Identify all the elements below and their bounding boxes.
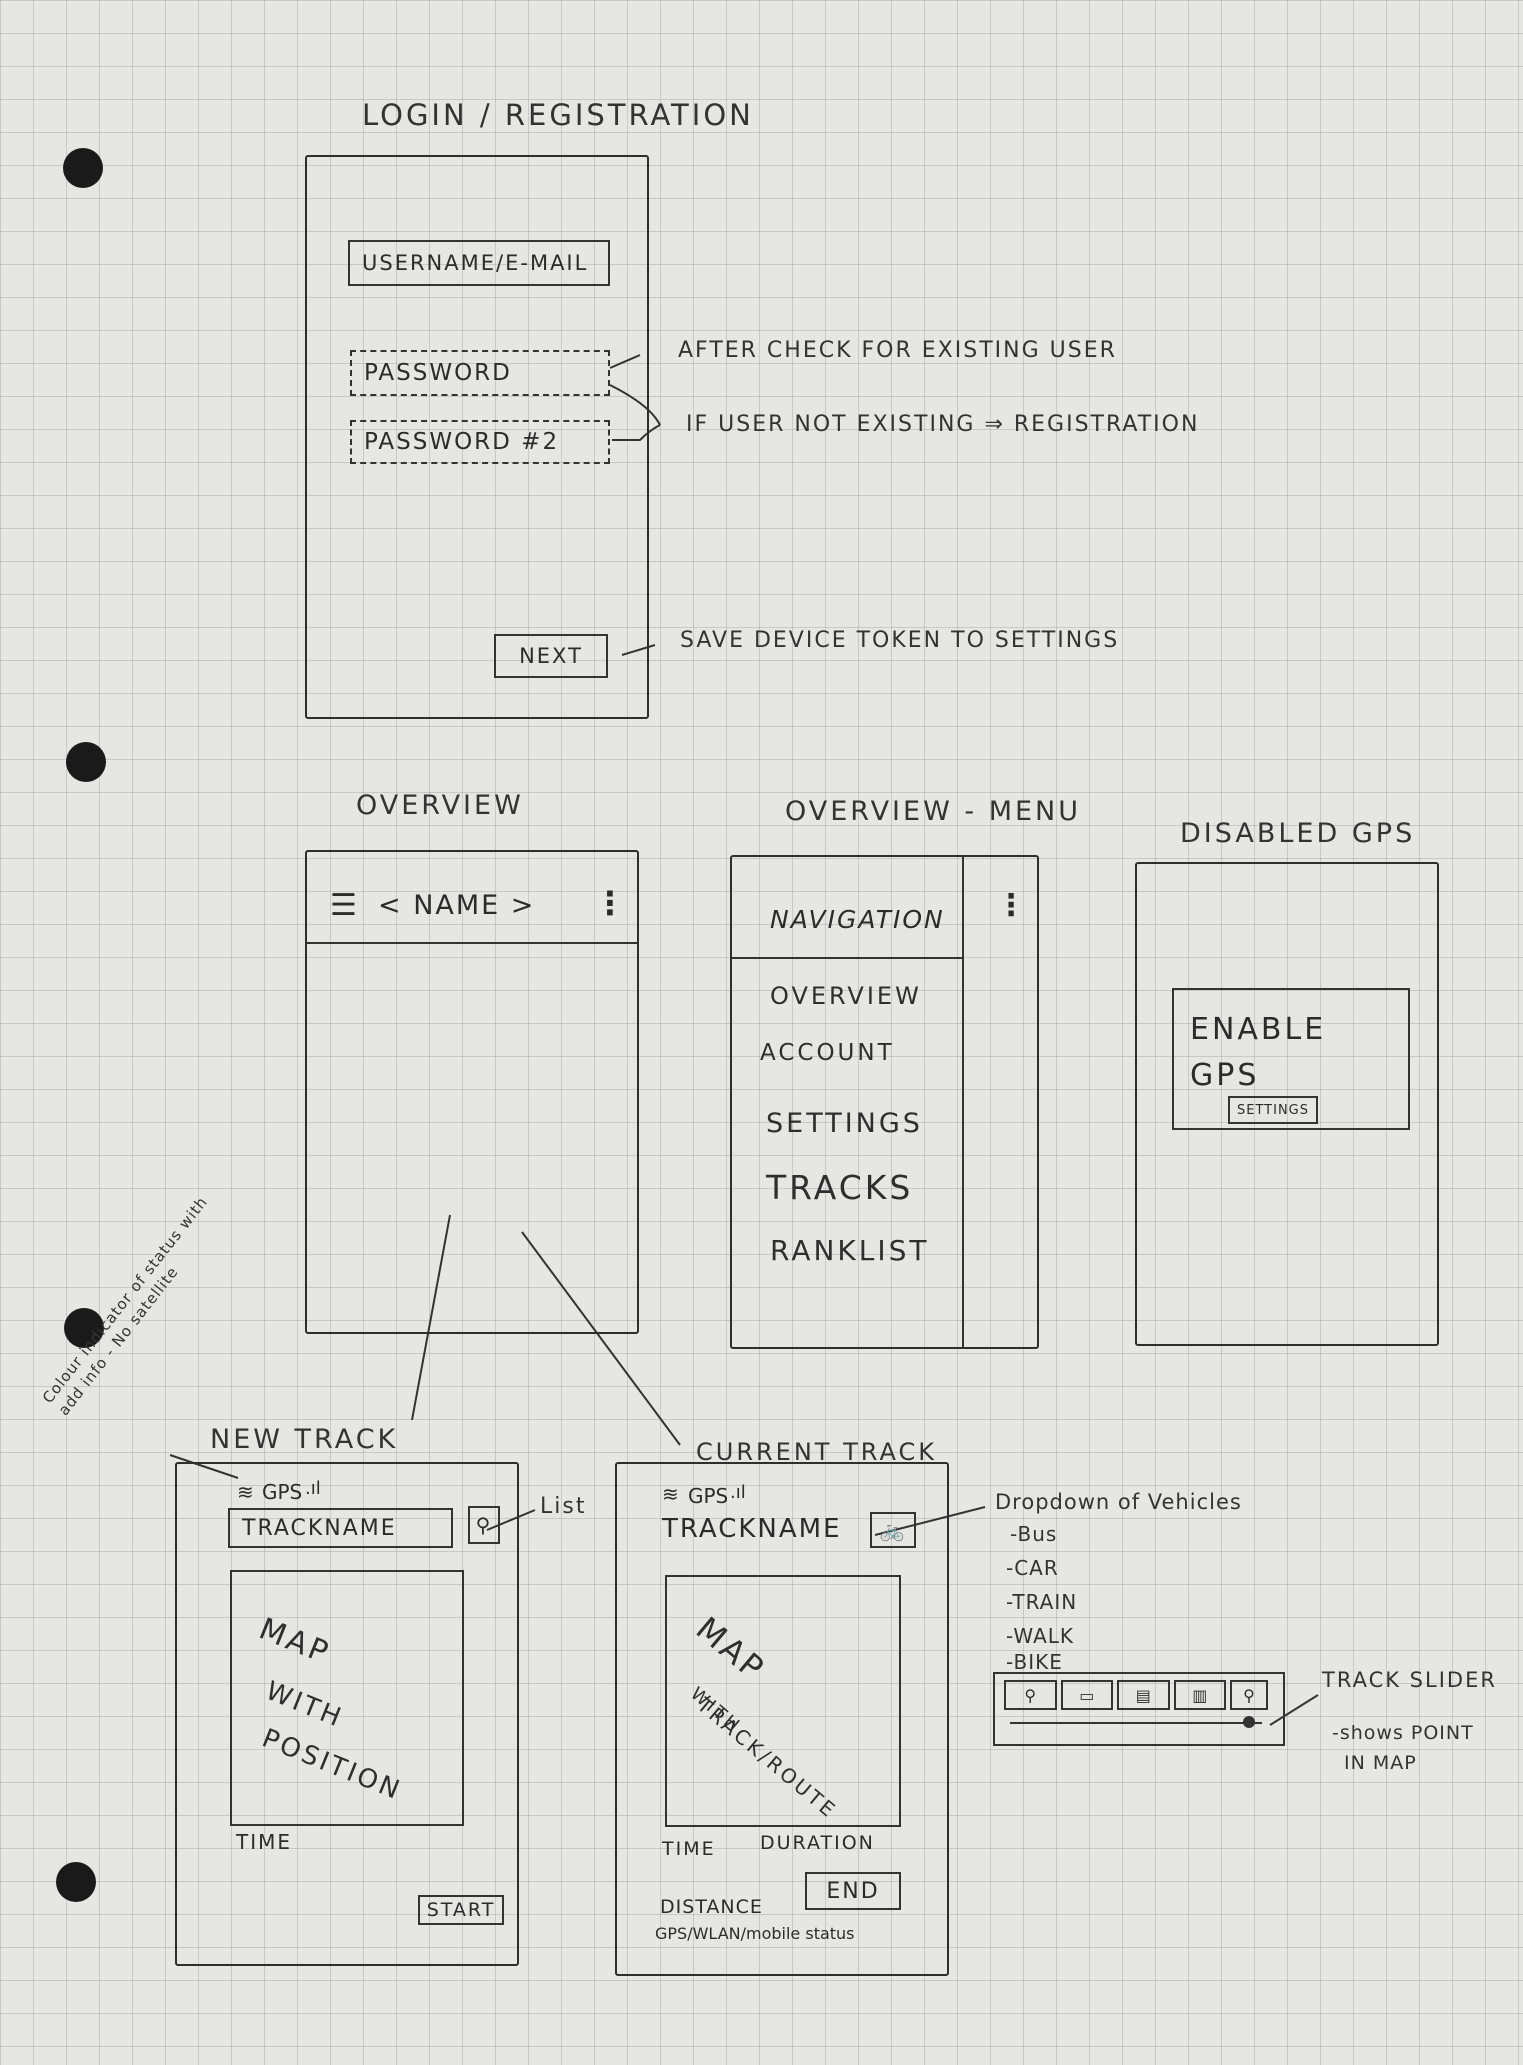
current-trackname: TRACKNAME (662, 1514, 842, 1544)
track-slider-widget (993, 1672, 1285, 1746)
note-registration: IF USER NOT EXISTING ⇒ REGISTRATION (686, 412, 1200, 437)
current-track-title: CURRENT TRACK (696, 1438, 937, 1466)
vehicle-option-train: -TRAIN (1006, 1590, 1078, 1614)
train-segment-icon[interactable]: ▥ (1173, 1680, 1227, 1710)
menu-item-account[interactable]: ACCOUNT (760, 1040, 895, 1066)
new-track-title: NEW TRACK (210, 1424, 399, 1455)
track-list-button[interactable]: ⚲ (468, 1506, 500, 1544)
overview-user-name: < NAME > (378, 890, 536, 921)
current-track-distance-label: DISTANCE (660, 1896, 763, 1918)
current-track-duration-label: DURATION (760, 1832, 875, 1854)
vehicle-dropdown-button[interactable]: 🚲 (870, 1512, 916, 1548)
car-segment-icon[interactable]: ▭ (1060, 1680, 1114, 1710)
navigation-drawer-header (732, 857, 962, 959)
track-slider-handle[interactable] (1243, 1716, 1256, 1728)
hamburger-menu-icon[interactable]: ☰ (330, 888, 357, 923)
overflow-menu-icon[interactable]: ⋮ (594, 884, 626, 922)
overview-menu-title: OVERVIEW - MENU (785, 796, 1082, 827)
transport-segments: ⚲ ▭ ▤ ▥ ⚲ (1004, 1680, 1269, 1710)
current-track-map (665, 1575, 901, 1827)
binder-hole-3 (64, 1308, 104, 1348)
vehicle-option-bike: -BIKE (1006, 1650, 1063, 1674)
menu-item-tracks[interactable]: TRACKS (766, 1168, 914, 1207)
menu-item-settings[interactable]: SETTINGS (766, 1108, 923, 1139)
menu-item-overview[interactable]: OVERVIEW (770, 982, 922, 1010)
navigation-title: NAVIGATION (770, 905, 945, 934)
connectivity-status-line: GPS/WLAN/mobile status (655, 1924, 855, 1943)
gps-status-label: GPS (688, 1484, 729, 1508)
track-slider-title: TRACK SLIDER (1322, 1668, 1497, 1692)
end-button[interactable]: END (805, 1872, 901, 1910)
username-field[interactable]: USERNAME/E-MAIL (348, 240, 610, 286)
signal-strength-icon: .ıl (730, 1482, 746, 1503)
vehicle-option-car: -CAR (1006, 1556, 1059, 1580)
overview-header-bar (307, 852, 637, 944)
wifi-status-icon: ≋ (662, 1482, 679, 1506)
track-slider-note-line1: -shows POINT (1332, 1722, 1474, 1744)
password-field[interactable]: PASSWORD (350, 350, 610, 396)
next-button[interactable]: NEXT (494, 634, 608, 678)
disabled-gps-frame (1135, 862, 1439, 1346)
menu-item-ranklist[interactable]: RANKLIST (770, 1234, 930, 1267)
enable-gps-text-line2: GPS (1190, 1058, 1260, 1093)
vehicle-dropdown-note: Dropdown of Vehicles (995, 1490, 1242, 1514)
current-track-frame (615, 1462, 949, 1976)
wifi-status-icon: ≋ (237, 1480, 254, 1504)
note-check-existing-user: AFTER CHECK FOR EXISTING USER (678, 338, 1117, 363)
navigation-drawer (732, 857, 964, 1347)
password-repeat-field[interactable]: PASSWORD #2 (350, 420, 610, 464)
gps-status-label: GPS (262, 1480, 303, 1504)
gps-settings-button[interactable]: SETTINGS (1228, 1096, 1318, 1124)
track-slider-note-line2: IN MAP (1344, 1752, 1417, 1774)
walk-segment-icon[interactable]: ⚲ (1004, 1680, 1057, 1710)
enable-gps-dialog (1172, 988, 1410, 1130)
binder-hole-1 (63, 148, 103, 188)
note-list: List (540, 1494, 587, 1519)
enable-gps-text-line1: ENABLE (1190, 1012, 1327, 1047)
disabled-gps-title: DISABLED GPS (1180, 818, 1416, 849)
vehicle-option-walk: -WALK (1006, 1624, 1075, 1648)
binder-hole-2 (66, 742, 106, 782)
start-button[interactable]: START (418, 1895, 504, 1925)
binder-hole-4 (56, 1862, 96, 1902)
bus-segment-icon[interactable]: ▤ (1117, 1680, 1170, 1710)
overview-menu-frame (730, 855, 1039, 1349)
current-track-time-label: TIME (662, 1838, 716, 1860)
login-screen-frame (305, 155, 649, 719)
new-track-frame (175, 1462, 519, 1966)
trackname-input[interactable]: TRACKNAME (228, 1508, 453, 1548)
overview-screen-frame (305, 850, 639, 1334)
vehicle-option-bus: -Bus (1010, 1522, 1058, 1546)
new-track-time-label: TIME (236, 1830, 293, 1854)
overflow-menu-icon[interactable]: ⋮ (996, 888, 1026, 923)
login-screen-title: LOGIN / REGISTRATION (362, 98, 754, 132)
track-slider-rail (1010, 1722, 1262, 1724)
person-segment-icon[interactable]: ⚲ (1230, 1680, 1269, 1710)
new-track-map (230, 1570, 464, 1826)
signal-strength-icon: .ıl (305, 1478, 321, 1499)
note-device-token: SAVE DEVICE TOKEN TO SETTINGS (680, 628, 1120, 653)
overview-screen-title: OVERVIEW (356, 790, 524, 821)
